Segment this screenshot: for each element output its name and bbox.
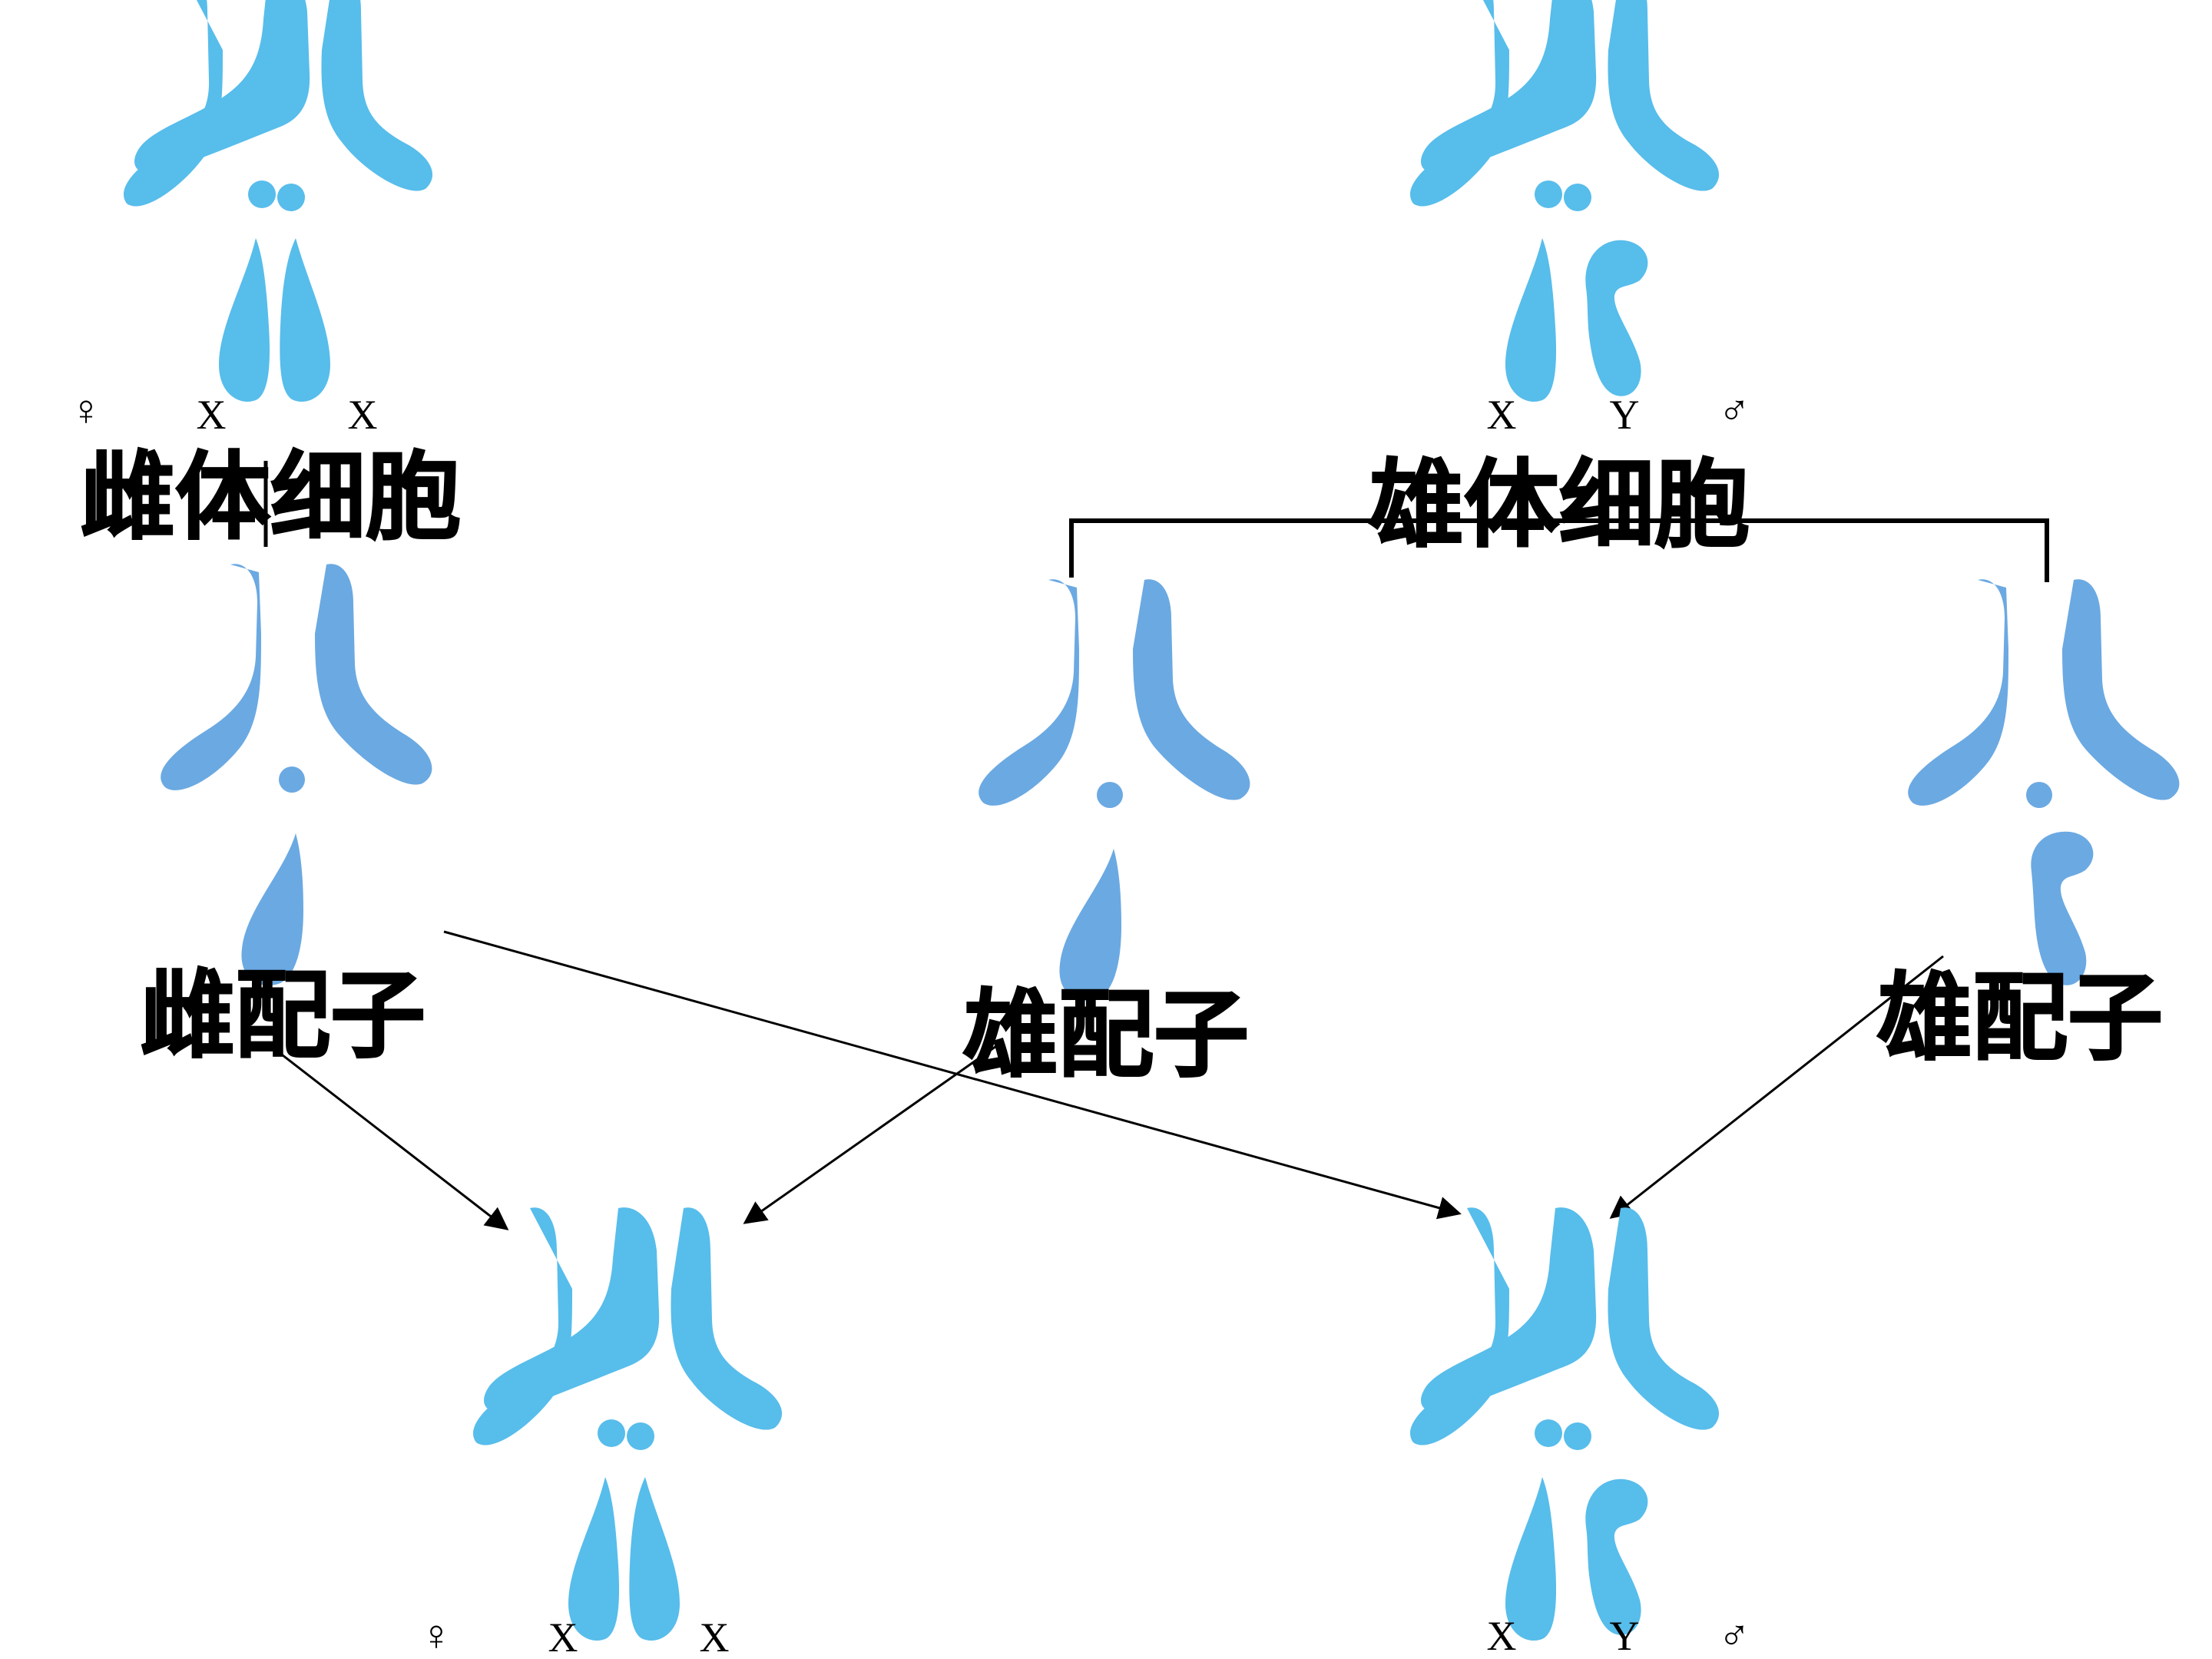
male-parent-chromosomes: [1410, 0, 1720, 402]
chromosome-karyotype-icon: [161, 564, 432, 985]
male-gamete-label-2: 雄配子: [1877, 963, 2163, 1074]
male-cell-label: 雄体细胞: [1369, 450, 1750, 561]
arrow-icon: [443, 930, 1462, 1220]
offspring-male-chromosomes: [1410, 1207, 1720, 1641]
offspring-female-sex-symbol: ♀: [420, 1612, 452, 1659]
offspring-male-sex-symbol: ♂: [1718, 1612, 1750, 1659]
male-gamete-y-chromosomes: [1908, 579, 2180, 985]
female-parent-sex-symbol: ♀: [70, 387, 102, 435]
male-gamete-x-chromosomes: [979, 579, 1250, 1001]
division-bracket-icon: [1069, 518, 2049, 582]
chromosome-karyotype-icon: [1410, 0, 1720, 402]
chromosome-karyotype-icon: [473, 1207, 783, 1641]
female-parent-chromosomes: [124, 0, 433, 402]
offspring-male-chromosome-x: X: [1487, 1613, 1517, 1659]
arrow-icon: [268, 1043, 509, 1230]
female-gamete-label: 雌配子: [140, 961, 426, 1071]
male-parent-chromosome-y: Y: [1610, 392, 1640, 438]
chromosome-karyotype-icon: [124, 0, 433, 402]
arrow-icon: [1609, 955, 1944, 1219]
male-parent-sex-symbol: ♂: [1718, 387, 1750, 435]
female-cell-label: 雌体细胞: [80, 442, 461, 553]
chromosome-karyotype-icon: [1908, 579, 2180, 985]
offspring-male-chromosome-y: Y: [1610, 1613, 1640, 1659]
fertilization-arrows: [268, 930, 1944, 1230]
male-gamete-label-1: 雄配子: [963, 980, 1249, 1091]
arrow-icon: [743, 1043, 999, 1224]
female-parent-chromosome-x2: X: [348, 392, 378, 438]
offspring-female-chromosome-x1: X: [548, 1614, 578, 1659]
offspring-female-chromosomes: [473, 1207, 783, 1641]
chromosome-karyotype-icon: [1410, 1207, 1720, 1641]
female-parent-chromosome-x1: X: [197, 392, 227, 438]
chromosome-karyotype-icon: [979, 579, 1250, 1001]
female-gamete-chromosomes: [161, 564, 432, 985]
offspring-female-chromosome-x2: X: [700, 1614, 730, 1659]
male-parent-chromosome-x: X: [1487, 392, 1517, 438]
